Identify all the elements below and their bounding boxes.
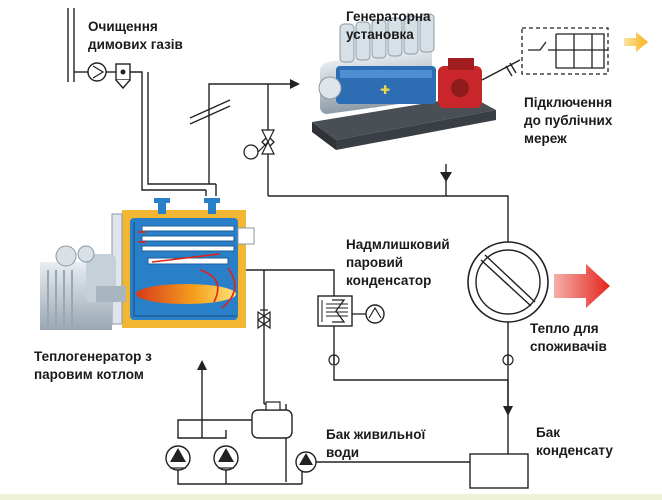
condenser-label-line: конденсатор bbox=[346, 273, 432, 288]
boiler-label: Теплогенератор з паровим котлом bbox=[34, 348, 152, 384]
flue-gas-label: Очищення димових газів bbox=[88, 18, 183, 54]
condenser-icon bbox=[317, 295, 385, 327]
flue-gas-line bbox=[67, 8, 217, 196]
feed-tank-label-line: Бак живильної bbox=[326, 427, 426, 442]
generator-set-image: ✚ bbox=[312, 13, 496, 150]
condenser-label: Надмлишковий паровий конденсатор bbox=[346, 236, 450, 290]
heat-label-line: споживачів bbox=[530, 339, 607, 354]
flue-gas-label-line: Очищення bbox=[88, 19, 158, 34]
feedwater-tank-icon bbox=[251, 401, 293, 439]
flue-filter-icon bbox=[115, 63, 131, 90]
heat-exchanger-icon bbox=[467, 241, 549, 323]
condensate-pump-icon bbox=[295, 451, 317, 473]
grid-export-arrow-icon bbox=[624, 32, 648, 52]
feed-pump-icon bbox=[213, 445, 239, 471]
flue-fan-icon bbox=[87, 62, 107, 82]
control-valve-icon bbox=[243, 129, 275, 160]
check-valve-icon bbox=[328, 354, 340, 366]
check-valve-icon bbox=[502, 354, 514, 366]
feed-pump-icon bbox=[165, 445, 191, 471]
condensate-tank-label: Бак конденсату bbox=[536, 424, 613, 460]
grid-label-line: до публічних bbox=[524, 113, 613, 128]
feed-tank-label-line: води bbox=[326, 445, 360, 460]
condenser-label-line: паровий bbox=[346, 255, 404, 270]
flue-gas-label-line: димових газів bbox=[88, 37, 183, 52]
line-break-icon bbox=[189, 99, 231, 125]
generator-label-line: Генераторна bbox=[346, 9, 431, 24]
generator-label: Генераторна установка bbox=[346, 8, 430, 44]
feed-tank-label: Бак живильної води bbox=[326, 426, 425, 462]
burner-image bbox=[40, 245, 126, 330]
grid-label: Підключення до публічних мереж bbox=[524, 94, 612, 148]
footer-strip bbox=[0, 494, 662, 500]
feedwater-valve-icon bbox=[256, 309, 272, 330]
generator-label-line: установка bbox=[346, 27, 414, 42]
boiler-label-line: Теплогенератор з bbox=[34, 349, 152, 364]
boiler-label-line: паровим котлом bbox=[34, 367, 144, 382]
condensate-tank-label-line: конденсату bbox=[536, 443, 613, 458]
heat-output-arrow-icon bbox=[554, 264, 610, 308]
condensate-tank-label-line: Бак bbox=[536, 425, 560, 440]
condensate-tank-icon bbox=[469, 453, 529, 489]
grid-label-line: Підключення bbox=[524, 95, 613, 110]
boiler-image bbox=[111, 198, 255, 328]
heat-label-line: Тепло для bbox=[530, 321, 599, 336]
svg-text:✚: ✚ bbox=[380, 83, 390, 97]
condenser-label-line: Надмлишковий bbox=[346, 237, 450, 252]
switchgear-icon bbox=[521, 27, 609, 75]
steam-arrow-icon bbox=[440, 172, 452, 182]
heat-label: Тепло для споживачів bbox=[530, 320, 607, 356]
grid-line bbox=[481, 59, 521, 81]
grid-label-line: мереж bbox=[524, 131, 567, 146]
